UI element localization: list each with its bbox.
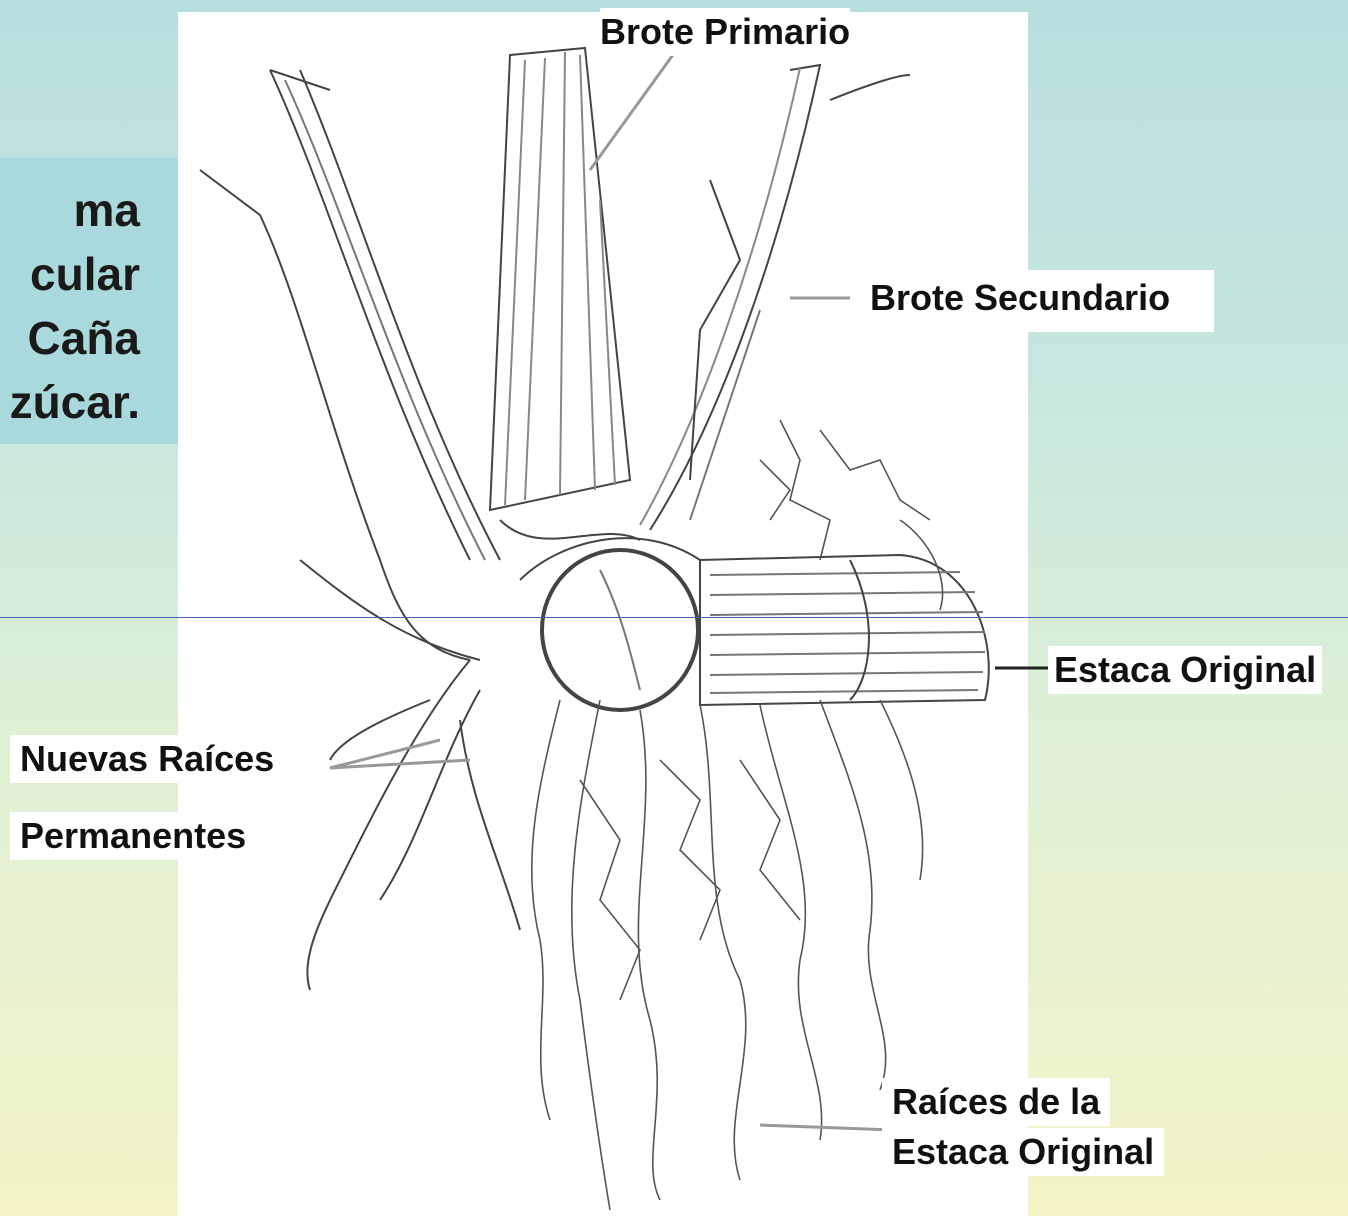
new-roots bbox=[307, 660, 520, 990]
bud bbox=[542, 550, 698, 710]
label-raices-estaca-1: Raíces de la bbox=[882, 1078, 1110, 1126]
primary-shoot bbox=[490, 48, 630, 510]
label-nuevas-raices: Nuevas Raíces bbox=[10, 735, 284, 783]
label-estaca-original: Estaca Original bbox=[1048, 646, 1322, 694]
label-brote-secundario: Brote Secundario bbox=[858, 270, 1214, 332]
original-cutting bbox=[700, 555, 989, 705]
left-leaf bbox=[200, 70, 500, 660]
label-brote-primario: Brote Primario bbox=[600, 8, 850, 56]
label-raices-estaca-2: Estaca Original bbox=[882, 1128, 1164, 1176]
label-permanentes: Permanentes bbox=[10, 812, 256, 860]
fibrous-roots bbox=[532, 420, 943, 1210]
divider-line bbox=[0, 617, 1348, 618]
